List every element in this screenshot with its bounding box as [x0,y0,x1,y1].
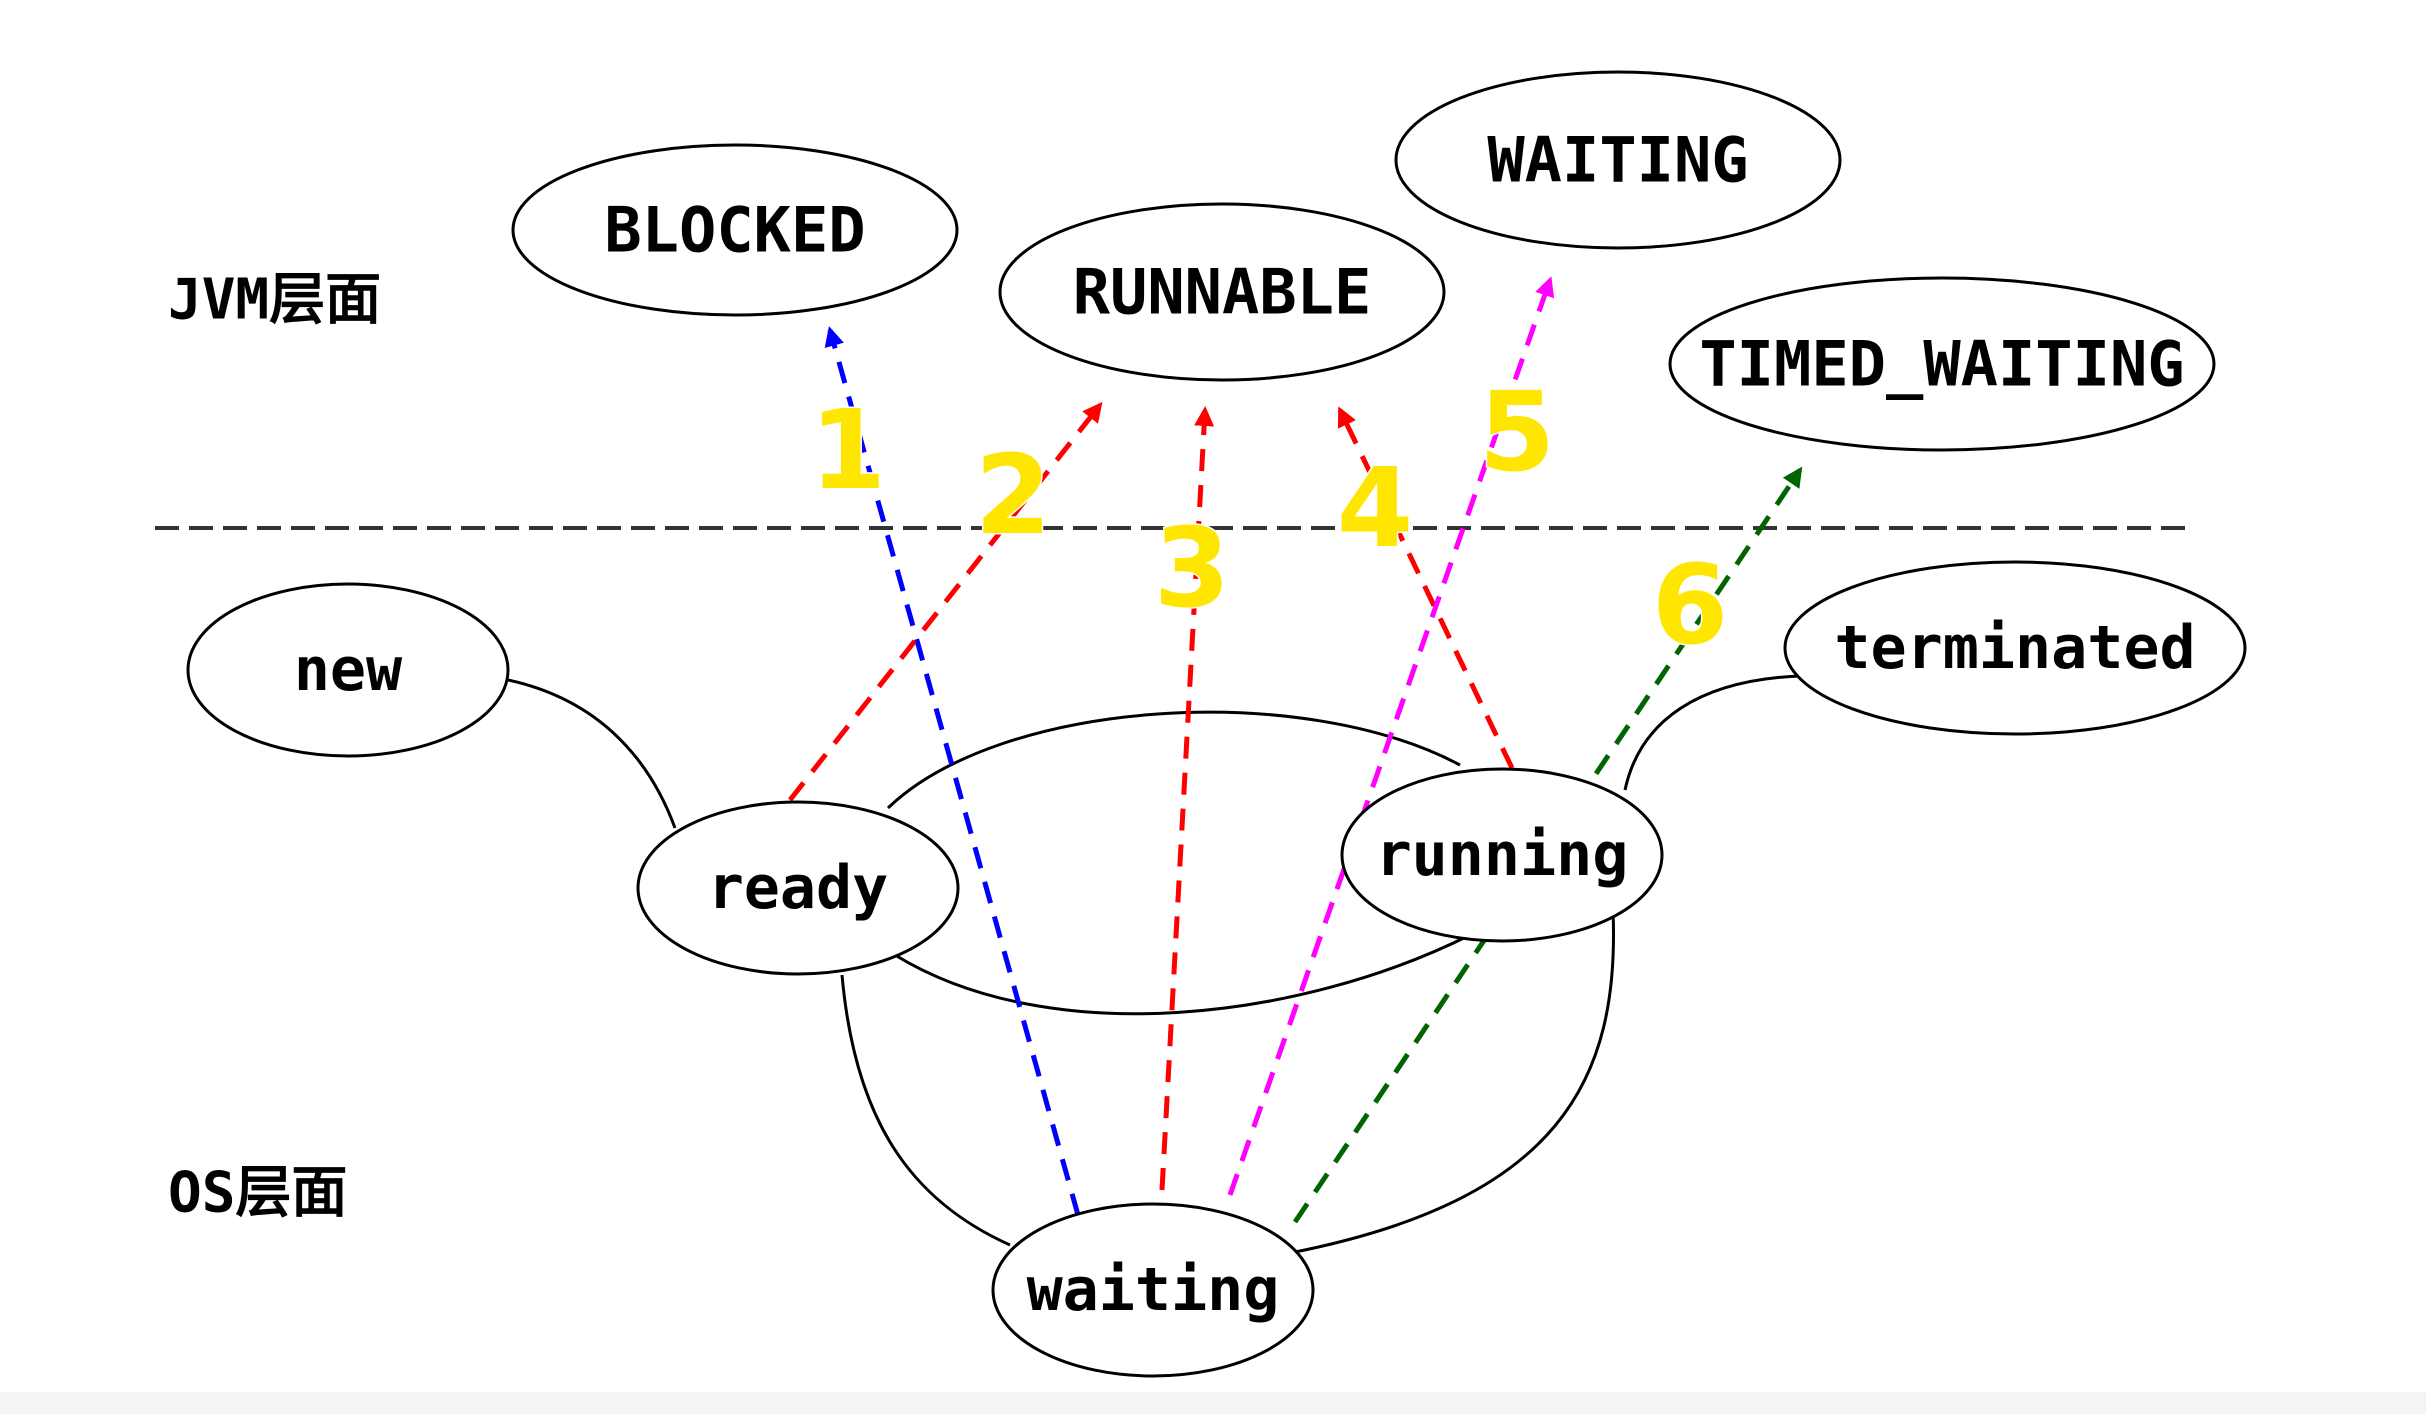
mapping-arrow-5 [1227,276,1555,1196]
os-state-terminated-label: terminated [1834,613,2195,683]
os-state-ready-label: ready [708,853,889,923]
mapping-number-2: 2 [975,431,1052,559]
os-layer-label: OS层面 [168,1161,347,1226]
jvm-layer-label: JVM层面 [168,268,381,333]
mapping-number-1: 1 [810,386,887,514]
jvm-state-timed-waiting: TIMED_WAITING [1668,276,2216,452]
mapping-number-5: 5 [1479,368,1556,496]
os-state-running: running [1340,767,1664,943]
mapping-arrow-4 [1337,406,1515,770]
edge-running-ready-bottom [894,933,1471,1016]
edge-new-ready [507,678,677,829]
edge-waiting-running [1289,909,1616,1255]
os-state-new-label: new [294,635,403,705]
jvm-state-waiting-label: WAITING [1487,124,1748,197]
edge-running-terminated [1623,674,1801,791]
mapping-number-6: 6 [1652,541,1729,669]
jvm-state-timed-waiting-label: TIMED_WAITING [1699,328,2184,401]
edge-ready-running-top [886,710,1461,810]
jvm-state-runnable-label: RUNNABLE [1073,256,1372,329]
mapping-arrow-1 [824,326,1081,1216]
jvm-state-waiting: WAITING [1394,70,1842,250]
os-state-running-label: running [1376,820,1629,890]
os-state-waiting: waiting [991,1202,1315,1378]
mapping-arrow-2 [788,401,1103,802]
jvm-state-blocked: BLOCKED [511,143,959,317]
os-state-terminated: terminated [1783,560,2247,736]
mapping-number-4: 4 [1337,444,1414,572]
bottom-band [0,1392,2426,1414]
os-state-ready: ready [636,800,960,976]
jvm-state-blocked-label: BLOCKED [604,194,865,267]
mapping-arrow-3 [1159,406,1215,1191]
mapping-number-3: 3 [1154,504,1231,632]
os-state-waiting-label: waiting [1027,1255,1280,1325]
os-state-new: new [186,582,510,758]
jvm-state-runnable: RUNNABLE [998,202,1446,382]
edge-ready-waiting [840,974,1011,1247]
